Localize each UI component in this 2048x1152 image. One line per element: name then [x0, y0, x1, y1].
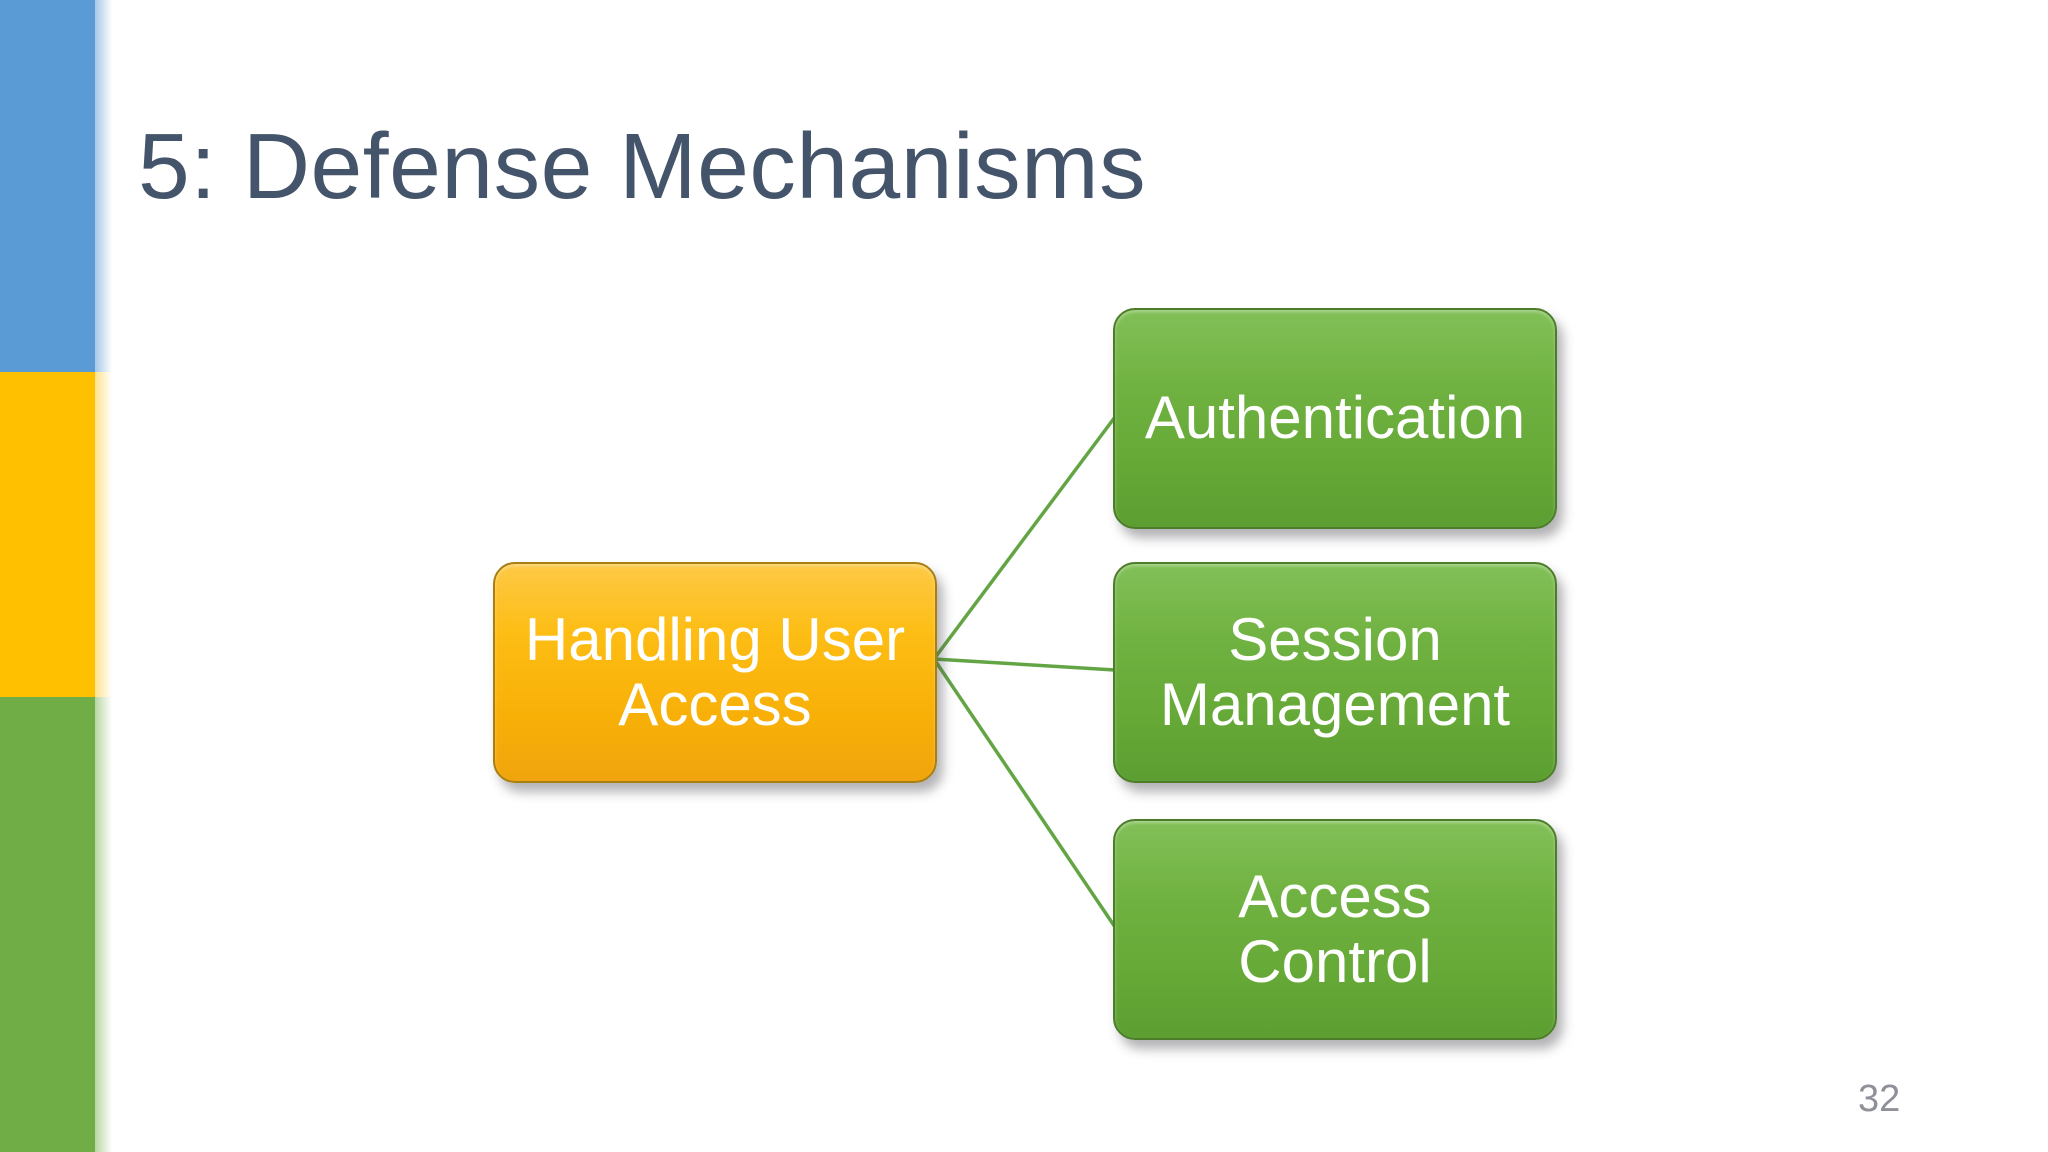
- sidebar-segment-yellow-fade: [95, 372, 112, 697]
- node-session-management: Session Management: [1113, 562, 1557, 783]
- connector-root-to-session-management: [933, 657, 1116, 672]
- page-title: 5: Defense Mechanisms: [138, 114, 1147, 218]
- sidebar-segment-yellow: [0, 372, 112, 697]
- sidebar-segment-yellow-solid: [0, 372, 95, 697]
- sidebar-segment-blue: [0, 0, 112, 372]
- node-access-control: Access Control: [1113, 819, 1557, 1040]
- sidebar-segment-green-solid: [0, 697, 95, 1152]
- node-authentication: Authentication: [1113, 308, 1557, 529]
- sidebar-segment-blue-fade: [95, 0, 112, 372]
- node-handling-user-access-label: Handling User Access: [524, 605, 906, 738]
- connector-root-to-authentication: [932, 415, 1117, 661]
- accent-sidebar: [0, 0, 112, 1152]
- node-handling-user-access: Handling User Access: [493, 562, 937, 783]
- sidebar-segment-green: [0, 697, 112, 1152]
- sidebar-segment-green-fade: [95, 697, 112, 1152]
- connector-root-to-access-control: [932, 658, 1117, 928]
- node-authentication-label: Authentication: [1144, 384, 1526, 452]
- node-access-control-label: Access Control: [1238, 862, 1432, 995]
- slide-page-number: 32: [1858, 1078, 1901, 1120]
- sidebar-segment-blue-solid: [0, 0, 95, 372]
- node-session-management-label: Session Management: [1159, 605, 1511, 738]
